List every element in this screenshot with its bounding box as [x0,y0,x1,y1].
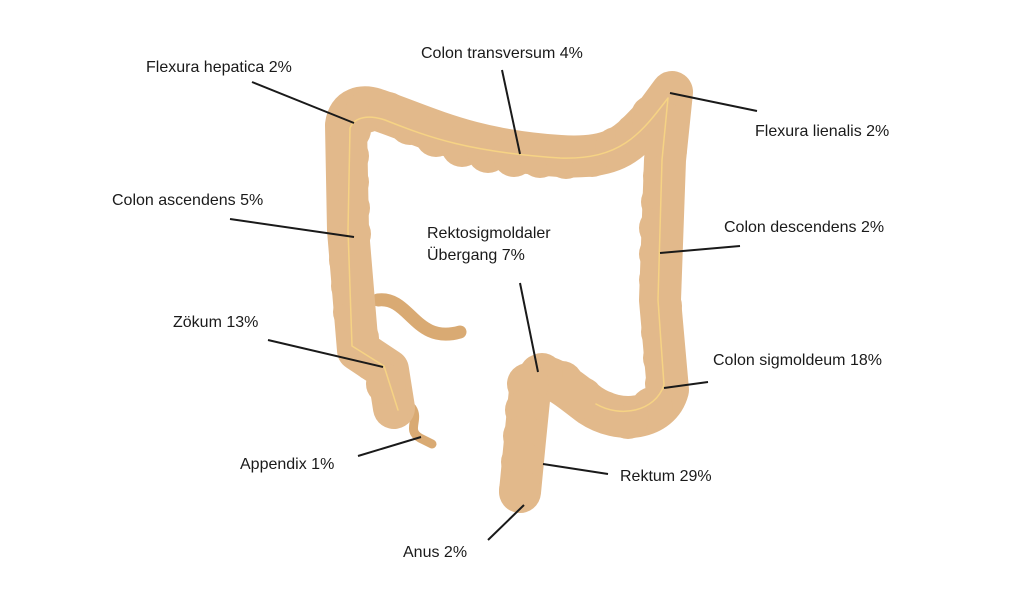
leader-flexura-lienalis [669,92,758,112]
label-colon-sigmoideum: Colon sigmoldeum 18% [713,352,882,369]
leader-colon-sigmoideum [663,381,709,389]
leader-appendix [357,436,422,457]
colon-highlight [347,97,669,412]
leader-colon-transversum [501,69,521,155]
leader-anus [487,504,525,541]
label-colon-descendens: Colon descendens 2% [724,219,885,236]
label-rektosigmoidaler-line1: Rektosigmoldaler [427,225,551,242]
label-zoekum: Zökum 13% [173,314,259,331]
haustrum-bump [648,76,688,116]
label-flexura-lienalis: Flexura lienalis 2% [755,123,890,140]
haustrum-bump [499,469,541,511]
leader-flexura-hepatica [251,81,355,124]
label-anus: Anus 2% [403,544,468,561]
label-flexura-hepatica: Flexura hepatica 2% [146,59,292,76]
leader-zoekum [267,339,384,368]
leader-lines [229,69,758,541]
leader-colon-ascendens [229,218,355,238]
leader-colon-descendens [659,245,741,254]
label-rektum: Rektum 29% [620,468,712,485]
leader-rektum [542,463,609,475]
label-colon-ascendens: Colon ascendens 5% [112,192,264,209]
label-rektosigmoidaler-line2: Übergang 7% [427,247,525,264]
ileum-stub [371,293,467,341]
label-colon-transversum: Colon transversum 4% [421,45,583,62]
label-appendix: Appendix 1% [240,456,335,473]
leader-rektosigmoidaler [519,282,539,373]
